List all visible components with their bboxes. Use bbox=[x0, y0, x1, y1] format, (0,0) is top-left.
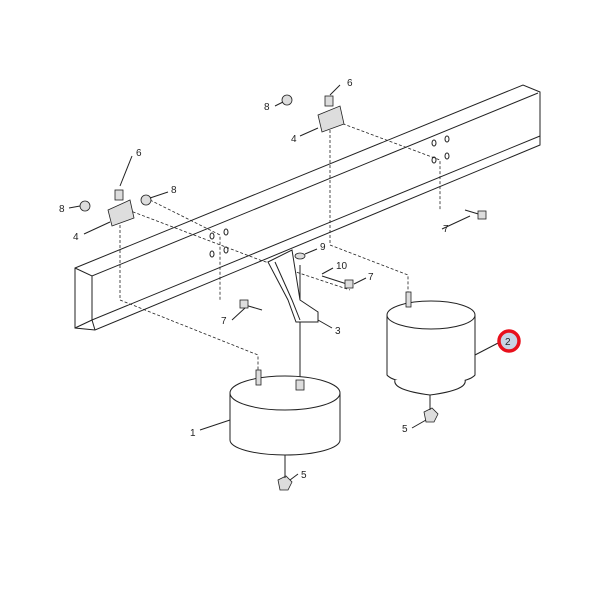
callout-9[interactable]: 9 bbox=[320, 242, 326, 253]
callout-1[interactable]: 1 bbox=[190, 428, 196, 439]
callout-4[interactable]: 4 bbox=[73, 232, 79, 243]
callout-7[interactable]: 7 bbox=[221, 316, 227, 327]
callout-leaders bbox=[68, 84, 501, 481]
nut-icon bbox=[281, 94, 293, 106]
callout-10[interactable]: 10 bbox=[336, 261, 348, 272]
bracket-right bbox=[317, 95, 345, 133]
frame-rail bbox=[74, 84, 541, 331]
callout-5[interactable]: 5 bbox=[301, 470, 307, 481]
nut-icon bbox=[79, 200, 91, 212]
bracket-left bbox=[107, 189, 135, 227]
rail-holes bbox=[209, 135, 450, 258]
callout-2-highlighted[interactable]: 2 bbox=[497, 329, 521, 353]
air-spring-bracket bbox=[267, 249, 319, 323]
air-spring-left bbox=[229, 369, 341, 491]
callout-8[interactable]: 8 bbox=[264, 102, 270, 113]
callout-2[interactable]: 2 bbox=[505, 337, 511, 348]
callout-7[interactable]: 7 bbox=[443, 224, 449, 235]
callout-6[interactable]: 6 bbox=[347, 78, 353, 89]
callout-8[interactable]: 8 bbox=[59, 204, 65, 215]
callout-7[interactable]: 7 bbox=[368, 272, 374, 283]
callout-4[interactable]: 4 bbox=[291, 134, 297, 145]
callout-8[interactable]: 8 bbox=[171, 185, 177, 196]
air-spring-right bbox=[386, 291, 476, 423]
callout-5[interactable]: 5 bbox=[402, 424, 408, 435]
callout-6[interactable]: 6 bbox=[136, 148, 142, 159]
nut-icon bbox=[140, 194, 152, 206]
assembly-lines bbox=[119, 121, 441, 385]
callout-3[interactable]: 3 bbox=[335, 326, 341, 337]
bolts bbox=[239, 209, 487, 311]
